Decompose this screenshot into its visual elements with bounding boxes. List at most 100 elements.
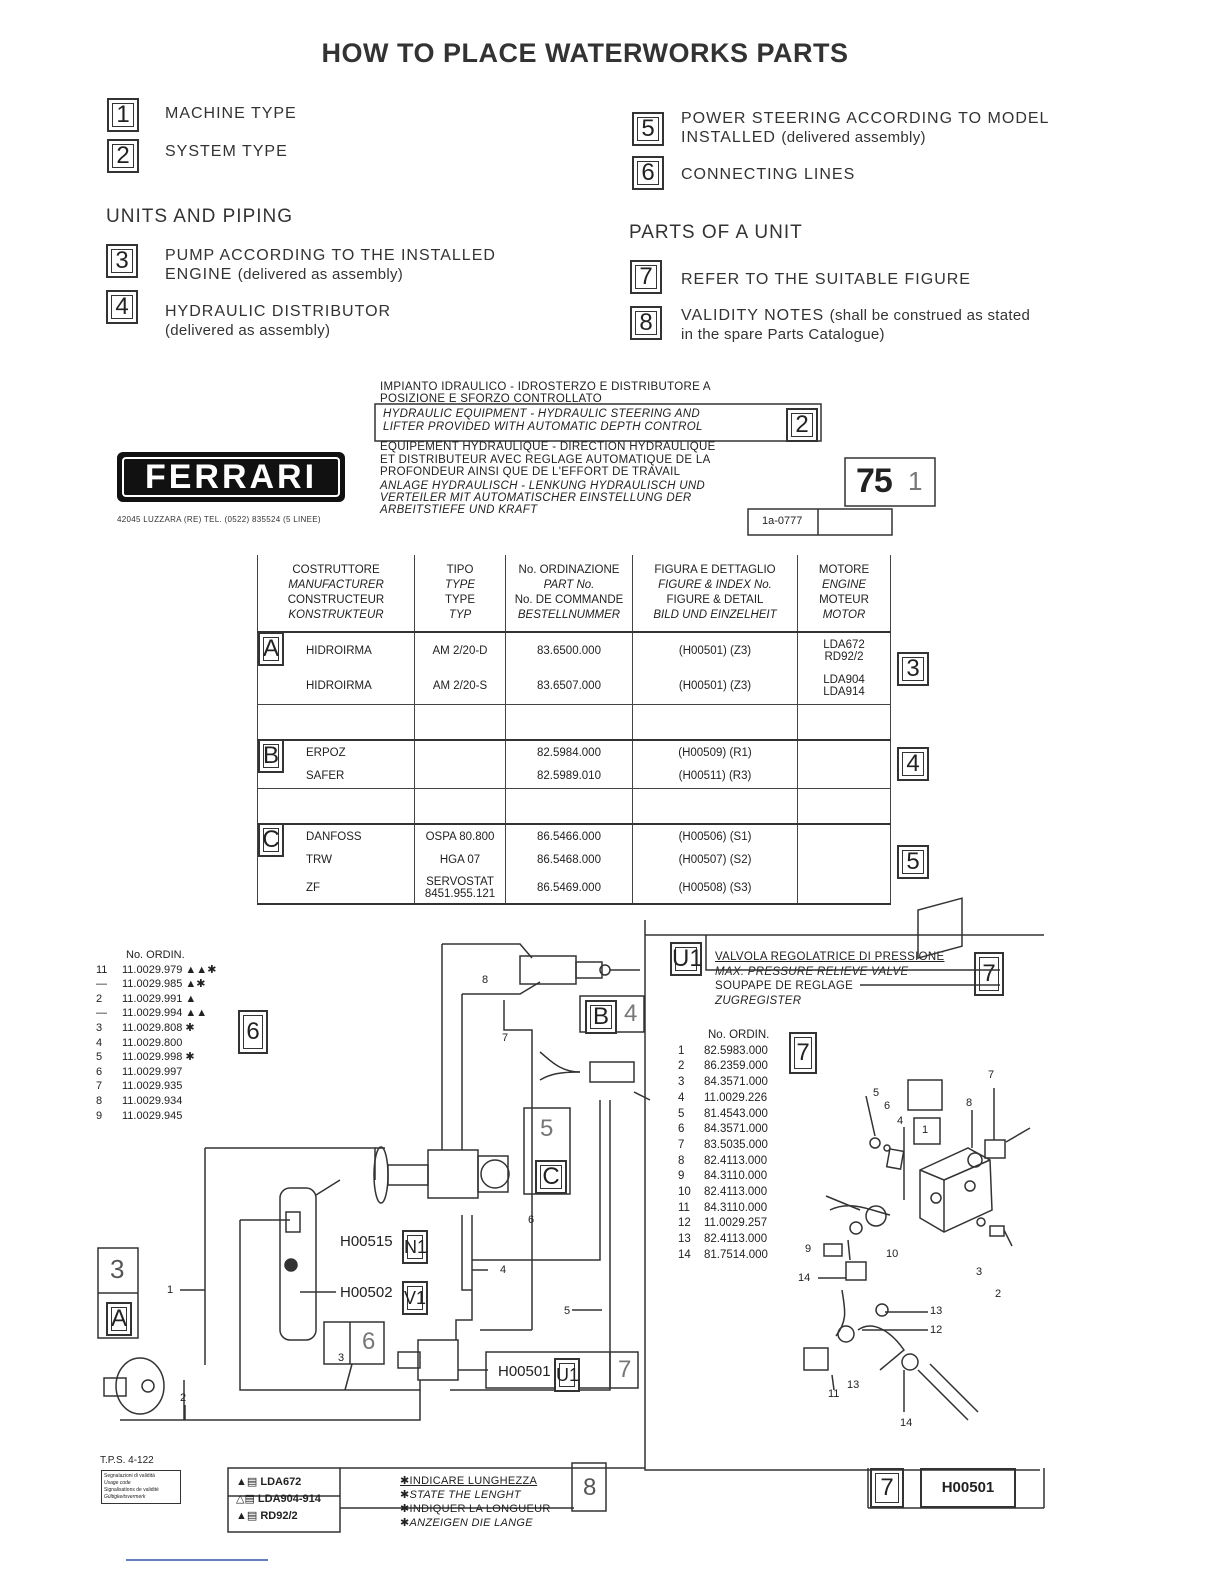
legend-system-type: SYSTEM TYPE (165, 143, 288, 160)
legend-refer-figure: REFER TO THE SUITABLE FIGURE (681, 271, 971, 288)
table-row: HIDROIRMA AM 2/20-S 83.6507.000 (H00501)… (257, 668, 891, 704)
callout: 9 (805, 1243, 812, 1255)
callout: 13 (847, 1379, 860, 1391)
header-it-2: POSIZIONE E SFORZO CONTROLLATO (380, 393, 602, 405)
diagram-ref-6: 6 (362, 1328, 376, 1355)
diagram-ref-7: 7 (618, 1356, 632, 1383)
doc-code: 1a-0777 (762, 515, 803, 527)
table-spacer (257, 704, 891, 740)
valve-title: VALVOLA REGOLATRICE DI PRESSIONE MAX. PR… (715, 951, 945, 1007)
legend-num-3: 3 (106, 244, 138, 278)
header-en-2: LIFTER PROVIDED WITH AUTOMATIC DEPTH CON… (383, 421, 703, 433)
legend-validity-notes: VALIDITY NOTES (shall be construed as st… (681, 307, 1031, 343)
list-item: —11.0029.985 ▲✱ (96, 978, 206, 991)
list-item: —11.0029.994 ▲▲ (96, 1007, 208, 1020)
valve-code: U1 (670, 942, 703, 976)
callout: 10 (886, 1248, 899, 1260)
table-row: SAFER 82.5989.010 (H00511) (R3) (257, 764, 891, 788)
ferrari-logo: FERRARI (117, 452, 345, 502)
pipe-label-8: 8 (482, 974, 489, 986)
validity-legend: Segnalazioni di validità Usage code Sign… (101, 1470, 181, 1504)
legend-distributor: HYDRAULIC DISTRIBUTOR (delivered as asse… (165, 303, 392, 339)
header-en-1: HYDRAULIC EQUIPMENT - HYDRAULIC STEERING… (383, 408, 700, 420)
legend-num-6: 6 (632, 156, 664, 190)
list-item: ▲▤ RD92/2 (236, 1510, 298, 1522)
diagram-ref-b: B (585, 1000, 617, 1034)
callout: 3 (976, 1266, 983, 1278)
callout: 6 (884, 1100, 891, 1112)
pipe-label-2: 2 (180, 1392, 187, 1404)
legend-num-2: 2 (107, 139, 139, 173)
pipe-label-6: 6 (528, 1214, 535, 1226)
valve-footer-code: H00501 (920, 1468, 1016, 1508)
group-c-letter: C (258, 823, 284, 857)
u1-label: U1 (554, 1358, 580, 1392)
header-it-1: IMPIANTO IDRAULICO - IDROSTERZO E DISTRI… (380, 381, 711, 393)
diagram-ref-a: A (106, 1302, 132, 1336)
callout: 8 (966, 1097, 973, 1109)
callout: 12 (930, 1324, 943, 1336)
page-title: HOW TO PLACE WATERWORKS PARTS (321, 38, 849, 68)
diagram-ref-3: 3 (110, 1254, 125, 1284)
length-notes-ref: 8 (583, 1474, 597, 1501)
machine-num: 1 (908, 466, 923, 496)
group-b-letter: B (258, 739, 284, 773)
list-item: △▤ LDA904-914 (236, 1493, 321, 1505)
n1-label: N1 (402, 1230, 428, 1264)
callout: 13 (930, 1305, 943, 1317)
valve-list-ref: 7 (789, 1032, 817, 1074)
legend-num-5: 5 (632, 112, 664, 146)
left-list-header: No. ORDIN. (126, 949, 185, 961)
pipe-label-4: 4 (500, 1264, 507, 1276)
callout: 7 (988, 1069, 995, 1081)
length-notes: ✱INDICARE LUNGHEZZA ✱STATE THE LENGHT ✱I… (400, 1475, 551, 1529)
legend-num-8: 8 (630, 306, 662, 340)
diagram-ref-c: C (535, 1160, 567, 1194)
legend-connecting-lines: CONNECTING LINES (681, 166, 856, 183)
pipe-label-3: 3 (338, 1352, 345, 1364)
diagram-ref-5: 5 (540, 1115, 554, 1142)
units-heading: UNITS AND PIPING (106, 206, 294, 227)
h00501-label: H00501 (498, 1363, 551, 1380)
group-b-ref: 4 (897, 747, 929, 781)
callout: 5 (873, 1087, 880, 1099)
callout: 11 (828, 1388, 840, 1400)
machine-code: 75 (856, 462, 893, 500)
table-row: TRW HGA 07 86.5468.000 (H00507) (S2) (257, 848, 891, 872)
v1-label: V1 (402, 1281, 428, 1315)
h00502-label: H00502 (340, 1284, 393, 1301)
parts-heading: PARTS OF A UNIT (629, 222, 803, 243)
group-a-letter: A (258, 632, 284, 666)
legend-machine-type: MACHINE TYPE (165, 105, 297, 122)
pipe-label-5: 5 (564, 1305, 571, 1317)
group-a-ref: 3 (897, 652, 929, 686)
group-c-ref: 5 (897, 845, 929, 879)
header-fr-1: EQUIPEMENT HYDRAULIQUE - DIRECTION HYDRA… (380, 441, 716, 453)
h00515-label: H00515 (340, 1233, 393, 1250)
legend-num-7: 7 (630, 260, 662, 294)
